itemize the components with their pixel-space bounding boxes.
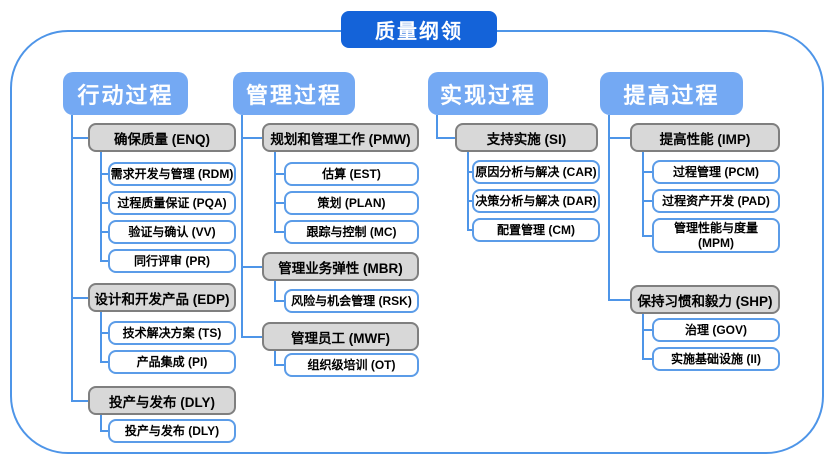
child-box-dly: 投产与发布 (DLY): [108, 419, 236, 443]
connector-line: [241, 115, 243, 338]
connector-line: [642, 314, 644, 360]
group-box-si: 支持实施 (SI): [455, 123, 598, 152]
child-box-pad: 过程资产开发 (PAD): [652, 189, 780, 213]
connector-line: [71, 399, 88, 402]
child-box-rsk: 风险与机会管理 (RSK): [284, 289, 419, 313]
child-box-plan: 策划 (PLAN): [284, 191, 419, 215]
connector-line: [100, 173, 108, 175]
connector-line: [467, 200, 472, 202]
connector-line: [100, 415, 102, 432]
child-box-ii: 实施基础设施 (II): [652, 347, 780, 371]
connector-line: [467, 171, 472, 173]
connector-line: [608, 115, 610, 301]
connector-line: [100, 231, 108, 233]
group-box-mwf: 管理员工 (MWF): [262, 322, 419, 351]
connector-line: [100, 312, 102, 363]
connector-line: [608, 298, 630, 301]
connector-line: [274, 231, 284, 233]
child-box-pcm: 过程管理 (PCM): [652, 160, 780, 184]
connector-line: [274, 351, 276, 366]
connector-line: [274, 152, 276, 233]
column-header-implementation-process: 实现过程: [428, 72, 548, 115]
group-box-shp: 保持习惯和毅力 (SHP): [630, 285, 780, 314]
connector-line: [71, 115, 73, 402]
connector-line: [241, 136, 262, 139]
group-box-imp: 提高性能 (IMP): [630, 123, 780, 152]
group-box-enq: 确保质量 (ENQ): [88, 123, 236, 152]
child-box-mpm: 管理性能与度量 (MPM): [652, 218, 780, 253]
child-box-cm: 配置管理 (CM): [472, 218, 600, 242]
column-header-improvement-process: 提高过程: [600, 72, 743, 115]
connector-line: [274, 202, 284, 204]
child-box-ot: 组织级培训 (OT): [284, 353, 419, 377]
connector-line: [100, 152, 102, 262]
connector-line: [241, 335, 262, 338]
child-box-gov: 治理 (GOV): [652, 318, 780, 342]
column-header-management-process: 管理过程: [233, 72, 355, 115]
child-box-vv: 验证与确认 (VV): [108, 220, 236, 244]
connector-line: [100, 202, 108, 204]
connector-line: [642, 200, 652, 202]
child-box-ts: 技术解决方案 (TS): [108, 321, 236, 345]
connector-line: [274, 173, 284, 175]
column-header-action-process: 行动过程: [63, 72, 188, 115]
group-box-edp: 设计和开发产品 (EDP): [88, 283, 236, 312]
child-box-pqa: 过程质量保证 (PQA): [108, 191, 236, 215]
connector-line: [467, 229, 472, 231]
connector-line: [642, 329, 652, 331]
group-box-dly: 投产与发布 (DLY): [88, 386, 236, 415]
group-box-pmw: 规划和管理工作 (PMW): [262, 123, 419, 152]
child-box-rdm: 需求开发与管理 (RDM): [108, 162, 236, 186]
connector-line: [100, 260, 108, 262]
child-box-pr: 同行评审 (PR): [108, 249, 236, 273]
connector-line: [274, 300, 284, 302]
connector-line: [71, 296, 88, 299]
child-box-dar: 决策分析与解决 (DAR): [472, 189, 600, 213]
child-box-pi: 产品集成 (PI): [108, 350, 236, 374]
connector-line: [100, 332, 108, 334]
child-box-est: 估算 (EST): [284, 162, 419, 186]
connector-line: [274, 364, 284, 366]
connector-line: [100, 361, 108, 363]
connector-line: [71, 136, 88, 139]
connector-line: [241, 265, 262, 268]
connector-line: [642, 171, 652, 173]
connector-line: [642, 152, 644, 237]
connector-line: [436, 136, 455, 139]
group-box-mbr: 管理业务弹性 (MBR): [262, 252, 419, 281]
child-box-mc: 跟踪与控制 (MC): [284, 220, 419, 244]
connector-line: [608, 136, 630, 139]
connector-line: [100, 430, 108, 432]
diagram-title: 质量纲领: [341, 11, 497, 48]
connector-line: [274, 281, 276, 302]
connector-line: [642, 234, 652, 237]
child-box-car: 原因分析与解决 (CAR): [472, 160, 600, 184]
connector-line: [467, 152, 469, 231]
connector-line: [436, 115, 438, 139]
connector-line: [642, 358, 652, 360]
